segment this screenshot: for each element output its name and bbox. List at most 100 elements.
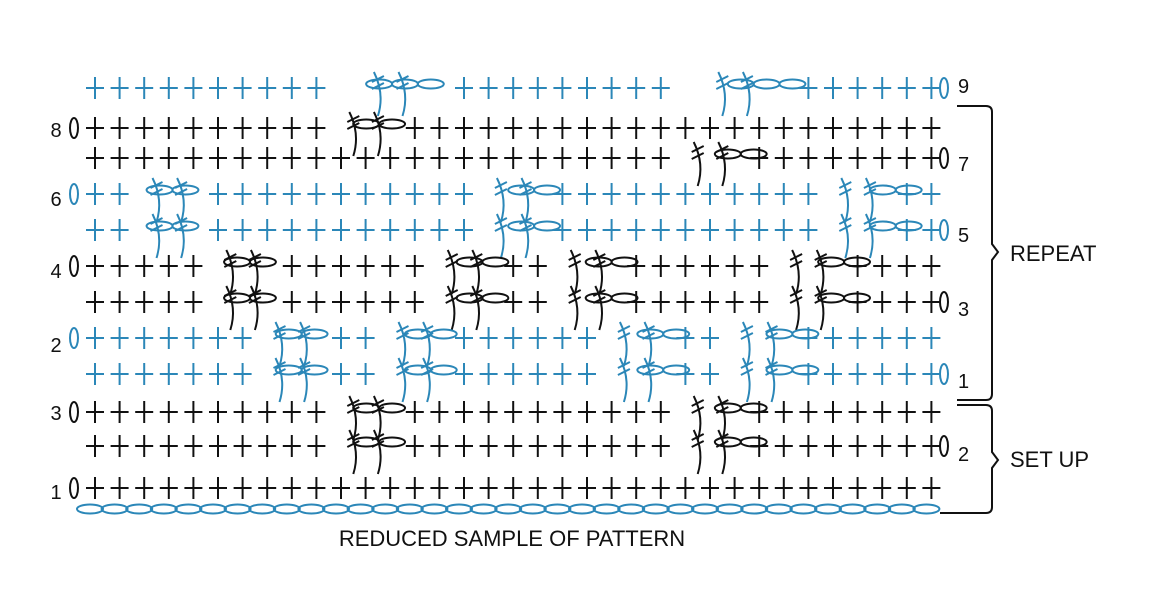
single-crochet-symbol bbox=[209, 477, 227, 499]
single-crochet-symbol bbox=[799, 435, 818, 457]
chain-symbol bbox=[420, 503, 449, 515]
single-crochet-symbol bbox=[455, 327, 473, 349]
single-crochet-symbol bbox=[307, 219, 326, 241]
treble-crochet-symbol bbox=[397, 71, 407, 117]
single-crochet-symbol bbox=[897, 363, 916, 385]
treble-crochet-symbol bbox=[225, 249, 235, 295]
single-crochet-symbol bbox=[627, 117, 646, 139]
single-crochet-symbol bbox=[159, 291, 178, 313]
single-crochet-symbol bbox=[774, 147, 793, 169]
single-crochet-symbol bbox=[504, 401, 523, 423]
single-crochet-symbol bbox=[602, 401, 621, 423]
single-crochet-symbol bbox=[528, 363, 547, 385]
single-crochet-symbol bbox=[209, 147, 227, 169]
single-crochet-symbol bbox=[528, 477, 547, 499]
treble-crochet-symbol bbox=[592, 289, 606, 304]
single-crochet-symbol bbox=[750, 477, 769, 499]
treble-crochet-symbol bbox=[865, 213, 874, 259]
single-crochet-symbol bbox=[159, 477, 178, 499]
single-crochet-symbol bbox=[159, 255, 178, 277]
single-crochet-symbol bbox=[873, 77, 892, 99]
single-crochet-symbol bbox=[897, 77, 916, 99]
treble-crochet-symbol bbox=[396, 361, 409, 376]
single-crochet-symbol bbox=[774, 117, 793, 139]
chain-symbol bbox=[149, 503, 178, 515]
single-crochet-symbol bbox=[528, 117, 547, 139]
treble-crochet-symbol bbox=[274, 357, 284, 403]
treble-crochet-symbol bbox=[248, 289, 262, 304]
single-crochet-symbol bbox=[725, 255, 744, 277]
treble-crochet-symbol bbox=[740, 325, 754, 340]
treble-crochet-symbol bbox=[469, 253, 483, 268]
treble-crochet-symbol bbox=[619, 357, 628, 403]
single-crochet-symbol bbox=[602, 435, 621, 457]
single-crochet-symbol bbox=[430, 435, 449, 457]
treble-crochet-symbol bbox=[445, 289, 459, 304]
treble-crochet-symbol bbox=[297, 361, 311, 376]
single-crochet-symbol bbox=[578, 363, 596, 385]
single-crochet-symbol bbox=[258, 401, 277, 423]
repeat-label: REPEAT bbox=[1010, 241, 1096, 266]
single-crochet-symbol bbox=[209, 77, 227, 99]
single-crochet-symbol bbox=[135, 77, 154, 99]
chain-symbol bbox=[248, 503, 277, 515]
single-crochet-symbol bbox=[356, 255, 375, 277]
single-crochet-symbol bbox=[86, 477, 104, 499]
single-crochet-symbol bbox=[86, 435, 104, 457]
single-crochet-symbol bbox=[381, 183, 400, 205]
single-crochet-symbol bbox=[405, 477, 424, 499]
single-crochet-symbol bbox=[86, 219, 104, 241]
single-crochet-symbol bbox=[528, 255, 547, 277]
single-crochet-symbol bbox=[922, 327, 941, 349]
single-crochet-symbol bbox=[135, 401, 154, 423]
single-crochet-symbol bbox=[701, 291, 719, 313]
single-crochet-symbol bbox=[627, 183, 646, 205]
single-crochet-symbol bbox=[897, 477, 916, 499]
left-row-number: 4 bbox=[50, 261, 61, 283]
single-crochet-symbol bbox=[504, 147, 523, 169]
single-crochet-symbol bbox=[405, 219, 424, 241]
single-crochet-symbol bbox=[528, 327, 547, 349]
single-crochet-symbol bbox=[86, 291, 104, 313]
chain-symbol bbox=[171, 184, 200, 196]
single-crochet-symbol bbox=[774, 435, 793, 457]
chain-symbol bbox=[739, 436, 768, 448]
single-crochet-symbol bbox=[135, 291, 154, 313]
treble-crochet-symbol bbox=[520, 213, 530, 259]
single-crochet-symbol bbox=[873, 147, 892, 169]
treble-crochet-symbol bbox=[519, 181, 532, 196]
treble-crochet-symbol bbox=[717, 71, 727, 117]
treble-crochet-symbol bbox=[273, 325, 286, 340]
single-crochet-symbol bbox=[405, 435, 424, 457]
single-crochet-symbol bbox=[627, 435, 646, 457]
single-crochet-symbol bbox=[135, 327, 154, 349]
treble-crochet-symbol bbox=[397, 357, 407, 403]
single-crochet-symbol bbox=[627, 147, 646, 169]
single-crochet-symbol bbox=[504, 117, 523, 139]
treble-crochet-symbol bbox=[815, 285, 825, 331]
turning-chain-symbol bbox=[69, 117, 79, 139]
single-crochet-symbol bbox=[897, 147, 916, 169]
single-crochet-symbol bbox=[332, 291, 350, 313]
single-crochet-symbol bbox=[553, 435, 572, 457]
single-crochet-symbol bbox=[676, 117, 695, 139]
treble-crochet-symbol bbox=[274, 321, 284, 367]
chain-symbol bbox=[662, 364, 691, 376]
left-row-number: 6 bbox=[50, 189, 61, 211]
treble-crochet-symbol bbox=[766, 321, 776, 367]
treble-crochet-symbol bbox=[840, 213, 850, 259]
single-crochet-symbol bbox=[430, 183, 449, 205]
treble-crochet-symbol bbox=[348, 429, 358, 475]
chain-symbol bbox=[791, 364, 820, 376]
treble-crochet-symbol bbox=[740, 75, 754, 90]
chain-symbol bbox=[297, 503, 326, 515]
right-row-number: 7 bbox=[958, 154, 969, 176]
single-crochet-symbol bbox=[233, 183, 252, 205]
single-crochet-symbol bbox=[332, 219, 350, 241]
treble-crochet-symbol bbox=[865, 177, 874, 223]
single-crochet-symbol bbox=[233, 363, 252, 385]
treble-crochet-symbol bbox=[715, 75, 729, 90]
turning-chain-symbol bbox=[939, 435, 949, 457]
single-crochet-symbol bbox=[651, 77, 670, 99]
right-row-number: 3 bbox=[958, 299, 969, 321]
